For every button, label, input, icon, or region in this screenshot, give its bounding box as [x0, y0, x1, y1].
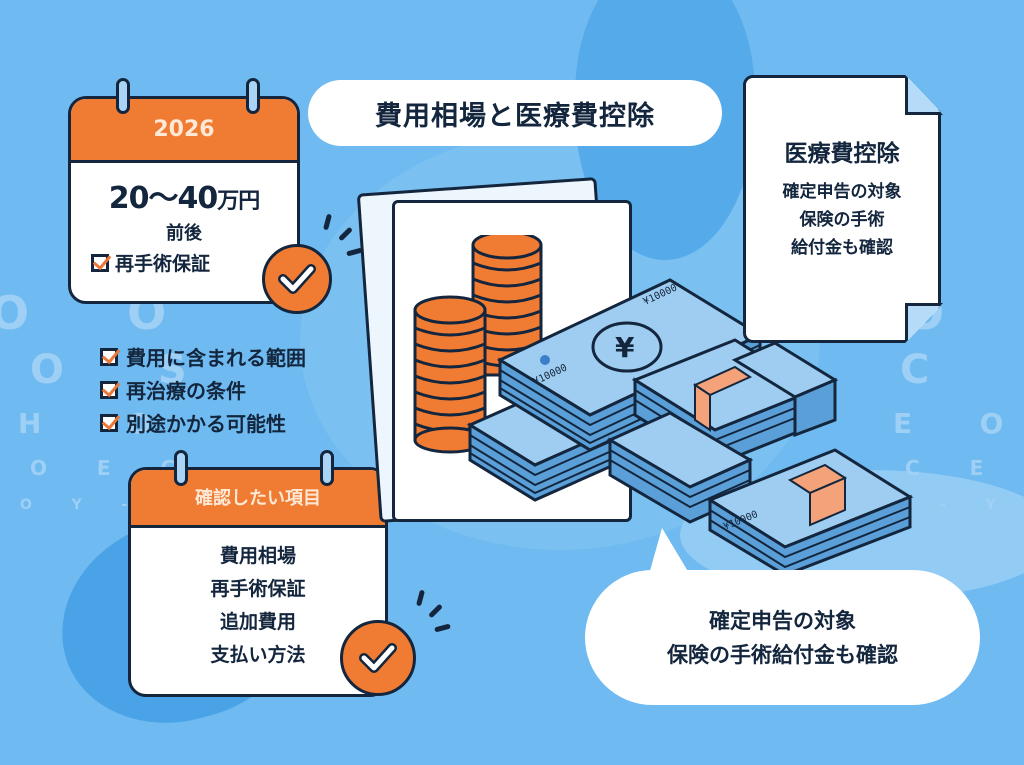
money-illustration: ¥ ¥10000 ¥10000 ¥10000 [413, 235, 914, 575]
price-note: 前後 [166, 223, 202, 244]
confirm-item: 再手術保証 [210, 578, 306, 600]
coin-stack-icon [413, 295, 487, 454]
guarantee-check-item: 再手術保証 [91, 249, 297, 276]
eye-chart-row: - Y O [940, 497, 1006, 513]
calendar-ring [174, 450, 188, 486]
checkbox-checked-icon [91, 253, 109, 272]
confirm-item: 費用相場 [219, 545, 296, 567]
confirm-item: 支払い方法 [210, 644, 306, 666]
document-line: 確定申告の対象 [782, 182, 902, 202]
calendar-year: 2026 [71, 99, 297, 163]
speech-bubble-line: 確定申告の対象 [709, 608, 856, 633]
checklist-label: 再治療の条件 [126, 379, 246, 403]
eye-chart-left: O O O S H O O E C O Y - [0, 0, 187, 512]
price-value: 20〜40 [108, 181, 218, 216]
calendar-header: 確認したい項目 [131, 470, 385, 528]
banknote-bundle-icon: ¥10000 [706, 448, 914, 575]
page-title: 費用相場と医療費控除 [308, 80, 722, 146]
checkbox-checked-icon [100, 347, 118, 366]
price-unit: 万円 [217, 189, 260, 214]
document-title: 医療費控除 [784, 141, 900, 167]
calendar-ring [320, 450, 334, 486]
sparkle-line-icon [434, 623, 451, 633]
sparkle-line-icon [428, 603, 443, 619]
checklist-label: 別途かかる可能性 [126, 412, 286, 436]
checklist: 費用に含まれる範囲 再治療の条件 別途かかる可能性 [100, 340, 306, 439]
checkbox-checked-icon [100, 413, 118, 432]
price-range: 20〜40万円 [71, 173, 297, 217]
banknote-bundle-icon [731, 341, 839, 438]
checklist-item: 費用に含まれる範囲 [100, 340, 306, 373]
confirm-item: 追加費用 [219, 611, 296, 633]
eye-chart-row: H O [18, 407, 173, 440]
document-body: 確定申告の対象 保険の手術 給付金も確認 [746, 178, 938, 262]
eye-chart-row: O S [30, 347, 209, 393]
medical-deduction-document: 医療費控除 確定申告の対象 保険の手術 給付金も確認 [743, 75, 941, 343]
svg-text:¥: ¥ [615, 331, 635, 364]
check-circle-icon [340, 620, 416, 696]
checkbox-checked-icon [100, 380, 118, 399]
eye-chart-right: O C C O E O H C E O - Y O [0, 0, 1024, 512]
confirm-items-list: 費用相場 再手術保証 追加費用 支払い方法 [131, 528, 385, 672]
eye-chart-row: C E O [905, 456, 996, 480]
calendar-ring [246, 78, 260, 114]
document-line: 保険の手術 [799, 210, 885, 230]
cost-calendar-card: 2026 20〜40万円 前後 再手術保証 [68, 96, 300, 304]
checklist-item: 再治療の条件 [100, 373, 306, 406]
speech-bubble-line: 保険の手術給付金も確認 [667, 642, 898, 667]
sparkle-line-icon [323, 213, 332, 231]
eye-chart-row: E O H [893, 407, 1020, 440]
sparkle-line-icon [416, 589, 425, 607]
document-line: 給付金も確認 [791, 238, 893, 258]
speech-bubble-tail [648, 528, 692, 578]
checklist-item: 別途かかる可能性 [100, 406, 306, 439]
checklist-label: 費用に含まれる範囲 [126, 346, 306, 370]
check-circle-icon [262, 244, 332, 314]
guarantee-label: 再手術保証 [115, 253, 211, 275]
speech-bubble: 確定申告の対象 保険の手術給付金も確認 [585, 570, 980, 705]
calendar-ring [116, 78, 130, 114]
eye-chart-row: O Y - [20, 497, 138, 513]
